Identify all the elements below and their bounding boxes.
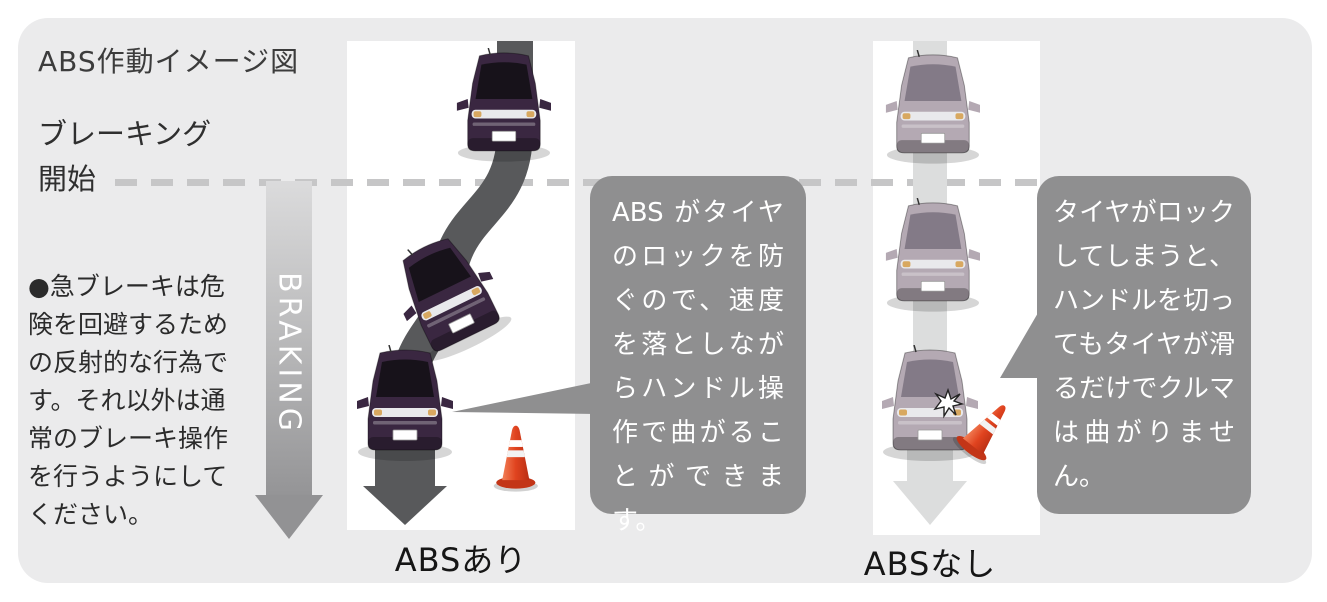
without-abs-label: ABSなし	[863, 545, 997, 583]
with-abs-panel	[347, 41, 575, 530]
diagram-title: ABS作動イメージ図	[38, 45, 300, 78]
safety-note: ●急ブレーキは危険を回避するための反射的な行為です。それ以外は通常のブレーキ操作…	[28, 272, 229, 529]
with-abs-callout: ABS がタイヤのロックを防ぐので、速度を落としながらハンドル操作で曲がることが…	[590, 176, 806, 536]
without-abs-callout: タイヤがロックしてしまうと、ハンドルを切ってもタイヤが滑るだけでクルマは曲がりま…	[1037, 176, 1251, 514]
braking-start-line1: ブレーキング	[38, 117, 212, 151]
braking-arrow-label: BRAKING	[271, 271, 307, 435]
with-abs-label: ABSあり	[394, 541, 528, 579]
braking-arrow: BRAKING	[266, 181, 312, 497]
braking-arrow-head-icon	[255, 495, 323, 539]
without-abs-panel	[873, 41, 1040, 535]
braking-start-line2: 開始	[38, 162, 97, 196]
braking-start-label: ブレーキング 開始	[38, 112, 211, 202]
braking-start-dashed-line	[115, 179, 1037, 186]
